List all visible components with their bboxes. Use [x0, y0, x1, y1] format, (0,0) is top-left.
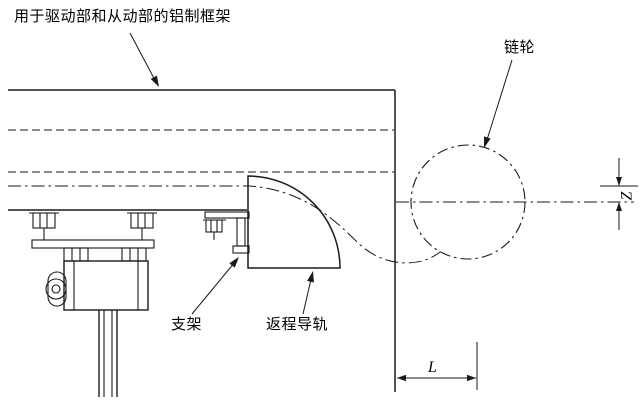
leader-lines: [129, 32, 513, 315]
chain-centerline: [8, 185, 441, 264]
return-rail-outline: [247, 175, 341, 269]
sprocket-label: 链轮: [504, 39, 536, 56]
sprocket-arrow: [484, 136, 491, 148]
dimension-L: [397, 342, 478, 390]
dim-Z-label: Z: [618, 191, 636, 201]
frame-beam: [8, 89, 396, 392]
dim-Z-arrow-down: [616, 177, 622, 186]
bracket-label: 支架: [171, 316, 203, 333]
sprocket-leader: [485, 59, 513, 144]
frame-note-label: 用于驱动部和从动部的铝制框架: [14, 8, 232, 25]
dim-Z-arrow-up: [616, 202, 622, 211]
dim-L-arrow-left: [397, 374, 406, 382]
bracket-arrow: [229, 257, 239, 268]
return-rail-label: 返程导轨: [266, 316, 329, 333]
frame-note-leader: [129, 32, 158, 85]
bracket-assembly: [203, 211, 250, 254]
arrowheads: [150, 75, 622, 382]
dim-L-label: L: [428, 359, 437, 376]
return-rail-arrow: [307, 271, 314, 283]
bracket-leader: [191, 261, 236, 315]
dim-L-arrow-right: [467, 374, 476, 382]
frame-note-arrow: [150, 75, 159, 87]
support-leg-assembly: [29, 212, 157, 397]
